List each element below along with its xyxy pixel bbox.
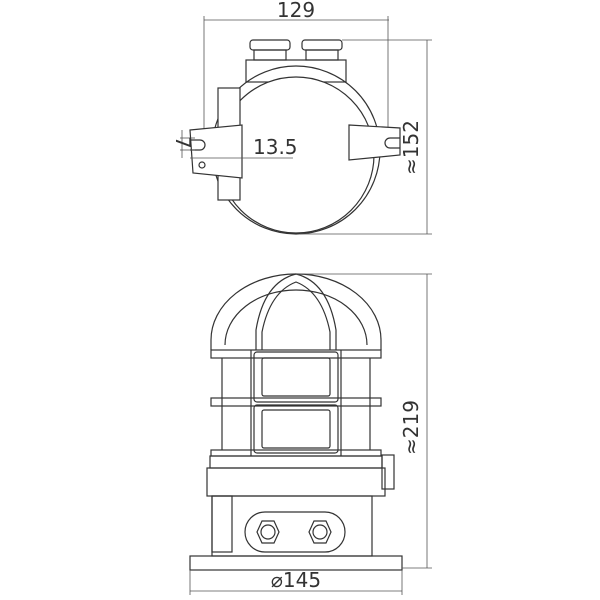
left-slot: [190, 139, 206, 151]
left-hole: [198, 161, 206, 169]
collar-tab: [381, 454, 395, 490]
cage-window-inner: [261, 357, 331, 397]
cage-band: [210, 397, 382, 407]
cage-window: [253, 351, 339, 403]
gland-body: [253, 49, 287, 61]
width-label: 129: [277, 0, 315, 22]
height-label: ≈152: [399, 120, 423, 175]
base-band: [206, 467, 386, 497]
cage-window-inner: [261, 409, 331, 449]
cable-gland-left-bore: [260, 524, 276, 540]
junction-box-side: [211, 495, 233, 553]
height-label: ≈219: [399, 400, 423, 455]
cable-gland-left: [256, 520, 280, 544]
cage-center-arch-inner: [261, 281, 331, 350]
cage-band: [210, 349, 382, 359]
top-view: 129 13.5 7 ≈152: [171, 0, 432, 235]
right-clamp: [348, 124, 401, 161]
cage-window: [253, 404, 339, 454]
slot-label: 7: [171, 136, 195, 149]
mounting-foot: [189, 555, 403, 571]
offset-label: 13.5: [253, 135, 298, 159]
gland-nut: [301, 39, 343, 51]
cable-gland-right-bore: [312, 524, 328, 540]
diameter-label: ⌀145: [271, 568, 321, 592]
gland-body: [305, 49, 339, 61]
dome-inner: [224, 289, 368, 346]
left-clamp: [189, 124, 243, 179]
dome: [210, 273, 382, 350]
side-view: ≈219 ⌀145: [189, 273, 432, 595]
gland-nut: [249, 39, 291, 51]
junction-box: [211, 495, 373, 557]
cable-gland-right: [308, 520, 332, 544]
right-slot: [384, 137, 400, 149]
collar: [209, 455, 383, 469]
gland-plate: [244, 511, 346, 553]
